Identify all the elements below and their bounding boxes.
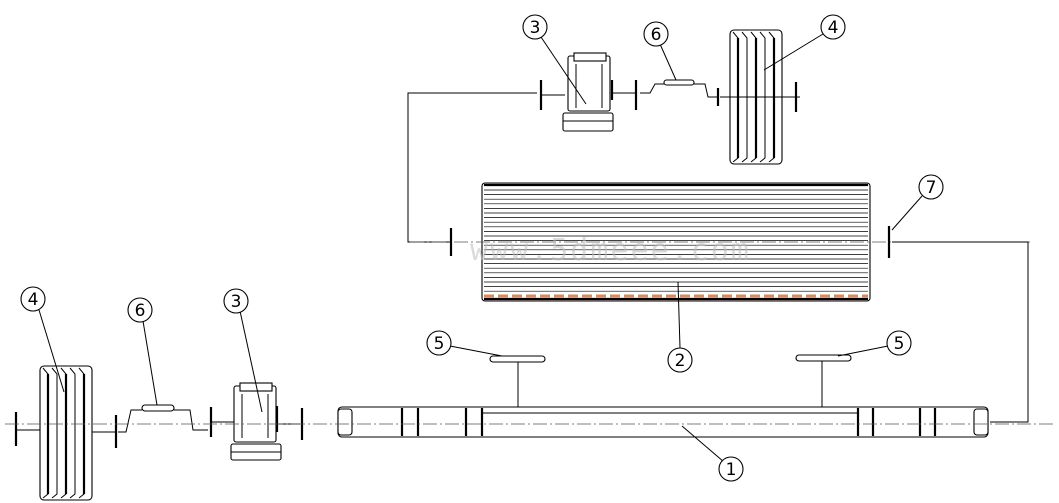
bottom-coupling — [141, 404, 175, 412]
callout-5-left: 5 — [434, 334, 445, 354]
callout-2: 2 — [675, 351, 686, 371]
top-reducer — [562, 52, 614, 132]
support-right — [795, 354, 852, 362]
roller-ribs — [484, 189, 868, 292]
callout-3-top: 3 — [530, 18, 541, 38]
callout-4-bottom: 4 — [28, 290, 39, 310]
bottom-assembly — [5, 354, 1055, 501]
bottom-pulley — [14, 365, 93, 501]
callout-6-bottom: 6 — [135, 301, 146, 321]
callouts: 1 2 3 3 4 4 5 5 6 6 — [20, 14, 944, 482]
right-link-line — [892, 241, 1029, 423]
callout-7: 7 — [926, 178, 937, 198]
callout-4-top: 4 — [828, 18, 839, 38]
support-left — [489, 355, 546, 363]
callout-5-right: 5 — [894, 334, 905, 354]
callout-1: 1 — [726, 460, 737, 480]
callout-3-bottom: 3 — [231, 292, 242, 312]
top-assembly — [407, 29, 800, 243]
watermark: www.5dmeee.com — [470, 233, 751, 268]
bottom-reducer — [230, 382, 282, 461]
main-shaft — [337, 406, 989, 438]
top-coupling — [663, 79, 695, 86]
callout-6-top: 6 — [651, 25, 662, 45]
